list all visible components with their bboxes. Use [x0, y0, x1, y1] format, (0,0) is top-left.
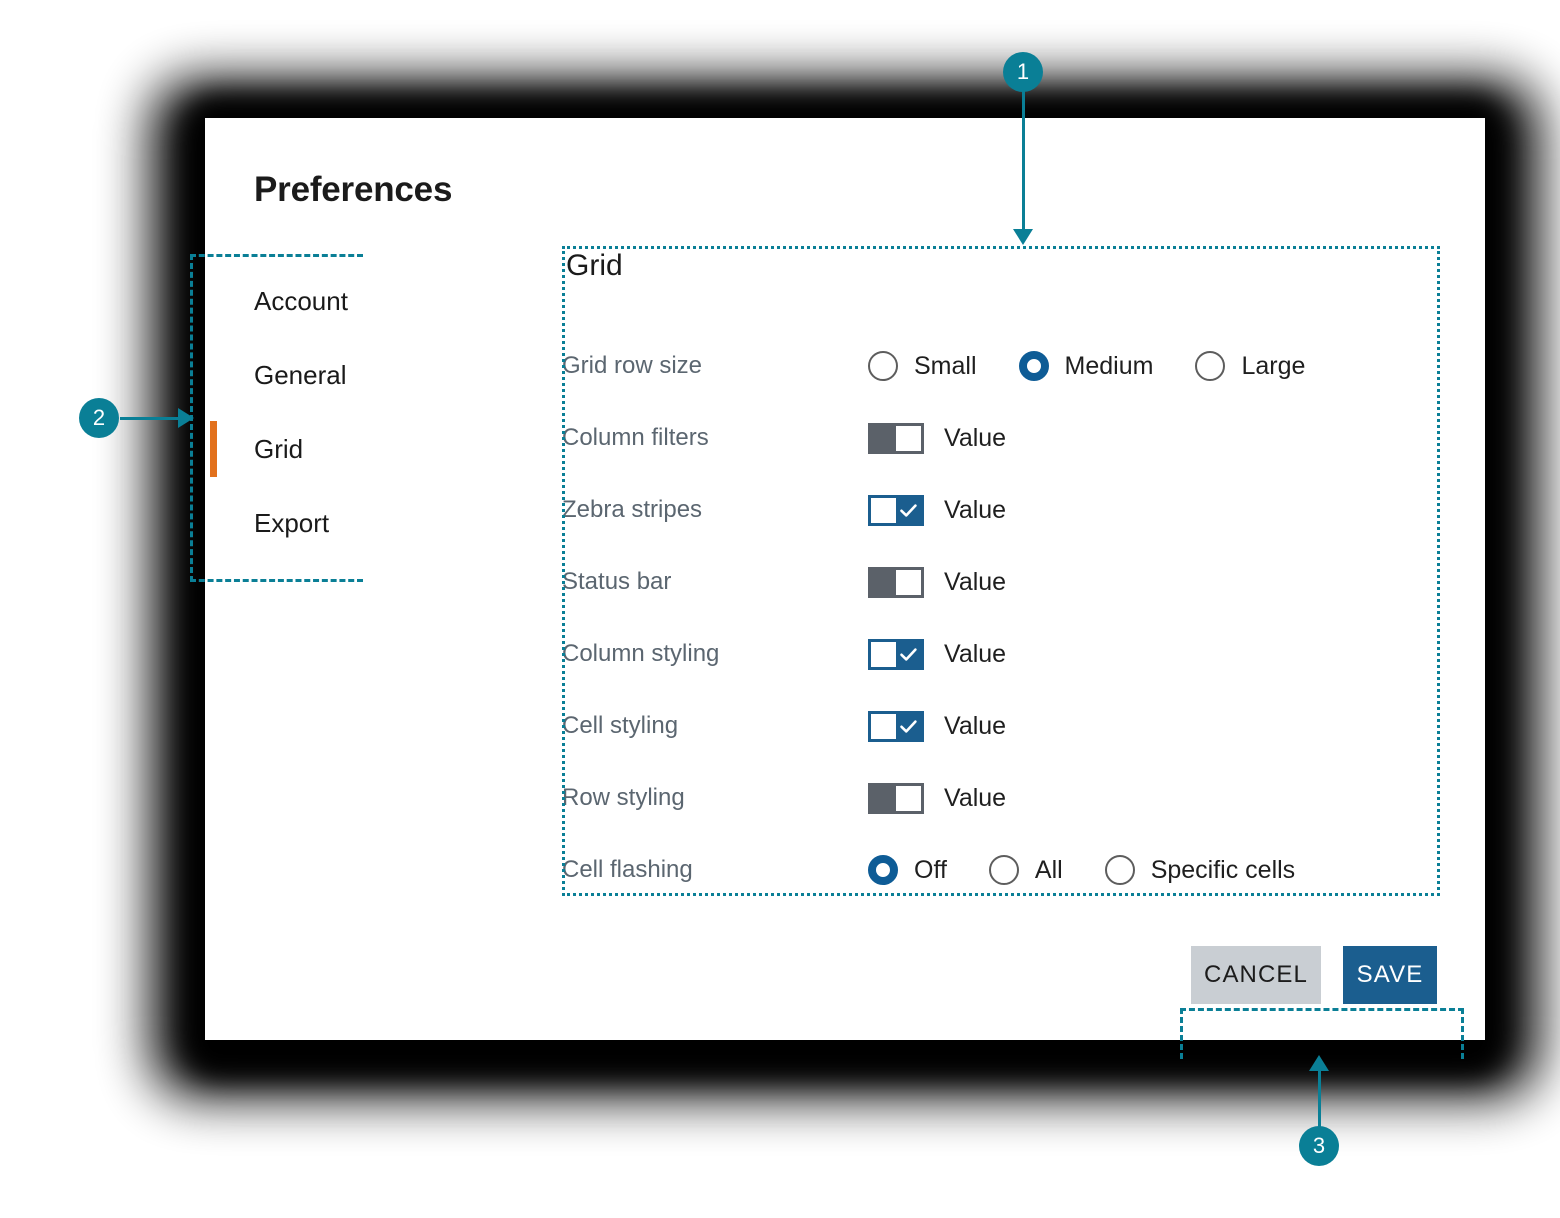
toggle-thumb — [896, 497, 921, 523]
pref-label: Grid row size — [562, 352, 703, 379]
radio-icon — [1104, 855, 1135, 885]
radio-label: All — [1034, 855, 1063, 884]
save-button[interactable]: SAVE — [1343, 946, 1437, 1004]
annotation-badge-2: 2 — [79, 398, 119, 438]
sidebar-navigation: Account General Grid Export — [210, 264, 554, 560]
radio-label: Specific cells — [1150, 855, 1296, 884]
toggle-thumb — [896, 641, 921, 667]
radio-option-specific-cells[interactable]: Specific cells — [1104, 855, 1296, 885]
toggle-thumb — [896, 713, 921, 739]
radio-label: Large — [1241, 351, 1306, 380]
pref-control: Value — [868, 638, 1007, 670]
toggle-value-label: Value — [944, 783, 1007, 812]
annotation-arrow-2 — [178, 408, 194, 428]
toggle-zebra-stripes[interactable] — [868, 494, 924, 526]
pref-control: Value — [868, 422, 1007, 454]
pref-row-row-styling: Row styling Value — [562, 762, 1438, 834]
toggle-value-label: Value — [944, 423, 1007, 452]
radio-option-all[interactable]: All — [988, 855, 1063, 885]
radio-group-grid-row-size: Small Medium Large — [868, 351, 1305, 381]
toggle-column-filters[interactable] — [868, 422, 924, 454]
check-icon — [896, 642, 921, 667]
check-icon — [896, 498, 921, 523]
toggle-value-label: Value — [944, 495, 1007, 524]
radio-option-off[interactable]: Off — [868, 855, 947, 885]
sidebar-item-label: Account — [254, 286, 348, 316]
cancel-button[interactable]: CANCEL — [1191, 946, 1321, 1004]
radio-label: Medium — [1064, 351, 1154, 380]
pref-row-column-styling: Column styling Value — [562, 618, 1438, 690]
toggle-status-bar[interactable] — [868, 566, 924, 598]
panel-title: Grid — [566, 249, 623, 282]
preferences-dialog: Preferences Account General Grid Export … — [205, 118, 1485, 1040]
toggle-column-styling[interactable] — [868, 638, 924, 670]
sidebar-item-general[interactable]: General — [254, 338, 554, 412]
annotation-leader-1 — [1022, 88, 1025, 234]
pref-label: Zebra stripes — [562, 496, 703, 523]
annotation-badge-1: 1 — [1003, 52, 1043, 92]
annotation-badge-3: 3 — [1299, 1126, 1339, 1166]
radio-icon — [868, 351, 898, 381]
pref-control: Value — [868, 710, 1007, 742]
pref-control: Value — [868, 494, 1007, 526]
dialog-footer-buttons: CANCEL SAVE — [205, 928, 1485, 1040]
radio-group-cell-flashing: Off All Specific cells — [868, 855, 1295, 885]
sidebar-item-account[interactable]: Account — [254, 264, 554, 338]
radio-icon — [1195, 351, 1226, 381]
radio-icon — [988, 855, 1019, 885]
radio-label: Small — [914, 351, 977, 380]
pref-label: Cell styling — [562, 712, 679, 739]
pref-row-column-filters: Column filters Value — [562, 402, 1438, 474]
radio-option-large[interactable]: Large — [1195, 351, 1305, 381]
toggle-row-styling[interactable] — [868, 782, 924, 814]
radio-option-small[interactable]: Small — [868, 351, 977, 381]
radio-selected-icon — [1018, 351, 1049, 381]
pref-label: Cell flashing — [562, 856, 693, 883]
annotation-leader-2 — [120, 417, 182, 420]
annotation-arrow-1 — [1013, 229, 1033, 245]
sidebar-item-label: Grid — [254, 434, 304, 464]
radio-option-medium[interactable]: Medium — [1018, 351, 1154, 381]
pref-control: Value — [868, 566, 1007, 598]
grid-settings-panel: Grid Grid row size Small Medium Large — [562, 246, 1438, 906]
pref-label: Column styling — [562, 640, 720, 667]
sidebar-item-grid[interactable]: Grid — [210, 412, 554, 486]
toggle-thumb — [871, 785, 896, 811]
check-icon — [896, 714, 921, 739]
sidebar-item-label: General — [254, 360, 347, 390]
radio-label: Off — [914, 855, 947, 884]
toggle-value-label: Value — [944, 567, 1007, 596]
toggle-value-label: Value — [944, 639, 1007, 668]
toggle-cell-styling[interactable] — [868, 710, 924, 742]
pref-label: Row styling — [562, 784, 685, 811]
toggle-thumb — [871, 569, 896, 595]
pref-row-cell-flashing: Cell flashing Off All Specific cells — [562, 834, 1438, 906]
pref-row-zebra-stripes: Zebra stripes Value — [562, 474, 1438, 546]
pref-label: Status bar — [562, 568, 672, 595]
pref-row-grid-row-size: Grid row size Small Medium Large — [562, 330, 1438, 402]
annotation-leader-3 — [1318, 1070, 1321, 1136]
annotation-arrow-3 — [1309, 1055, 1329, 1071]
toggle-value-label: Value — [944, 711, 1007, 740]
pref-label: Column filters — [562, 424, 709, 451]
radio-selected-icon — [868, 855, 898, 885]
page-title: Preferences — [254, 170, 453, 209]
pref-control: Value — [868, 782, 1007, 814]
sidebar-item-label: Export — [254, 508, 330, 538]
sidebar-item-export[interactable]: Export — [254, 486, 554, 560]
pref-row-status-bar: Status bar Value — [562, 546, 1438, 618]
toggle-thumb — [871, 425, 896, 451]
pref-row-cell-styling: Cell styling Value — [562, 690, 1438, 762]
